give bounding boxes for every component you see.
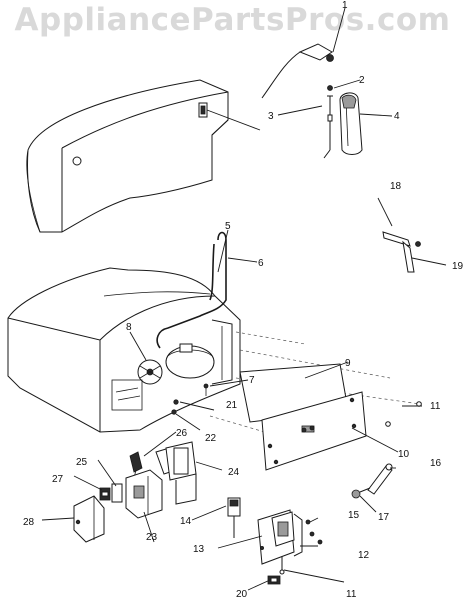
callout-label: 28 — [23, 517, 35, 528]
part-connector — [227, 497, 241, 538]
cabinet-rear-view — [7, 231, 421, 441]
part-relay-assembly — [99, 469, 163, 519]
callout-label: 20 — [236, 589, 248, 600]
callout-label: 12 — [358, 550, 370, 561]
callout-label: 2 — [359, 75, 365, 86]
callout-label: 14 — [180, 516, 192, 527]
callout-label: 22 — [205, 433, 217, 444]
part-screw — [385, 421, 391, 427]
callout-label: 1 — [342, 0, 348, 11]
callout-label: 27 — [52, 474, 64, 485]
part-door-stop — [382, 231, 421, 273]
callout-label: 7 — [249, 375, 255, 386]
part-clip — [267, 575, 281, 585]
part-caster-bracket — [351, 463, 393, 499]
callout-labels: 1 2 3 4 5 6 7 8 9 10 11 11 12 13 14 15 1… — [23, 0, 464, 600]
callout-label: 11 — [430, 401, 441, 412]
callout-label: 10 — [398, 449, 410, 460]
callout-label: 18 — [390, 181, 402, 192]
watermark-logo: AppliancePartsPros.com — [14, 2, 451, 38]
callout-label: 24 — [228, 467, 240, 478]
callout-label: 9 — [345, 358, 351, 369]
callout-label: 21 — [226, 400, 238, 411]
callout-label: 4 — [394, 111, 400, 122]
part-electrical-box — [257, 509, 323, 575]
callout-label: 26 — [176, 428, 188, 439]
part-relay-cover — [73, 495, 105, 543]
part-rear-panel — [261, 391, 367, 471]
callout-label: 17 — [378, 512, 390, 523]
callout-label: 23 — [146, 532, 158, 543]
part-control-housing — [129, 441, 197, 505]
callout-label: 8 — [126, 322, 132, 333]
callout-label: 3 — [268, 111, 274, 122]
part-hinge-cover — [339, 92, 363, 155]
callout-label: 13 — [193, 544, 205, 555]
part-hinge-top — [261, 43, 334, 99]
callout-label: 6 — [258, 258, 264, 269]
part-hinge-pin — [323, 85, 333, 159]
leader-lines — [41, 7, 447, 591]
callout-label: 25 — [76, 457, 88, 468]
callout-label: 11 — [346, 589, 357, 600]
callout-label: 19 — [452, 261, 464, 272]
callout-label: 5 — [225, 221, 231, 232]
callout-label: 15 — [348, 510, 360, 521]
callout-label: 16 — [430, 458, 442, 469]
cabinet-top-view — [26, 79, 261, 233]
